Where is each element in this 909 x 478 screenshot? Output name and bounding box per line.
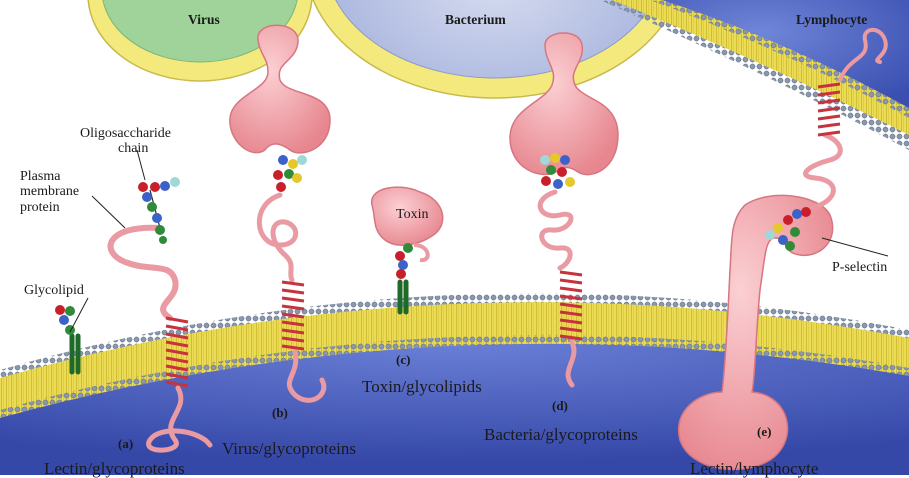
panel-b-letter: (b) [272, 405, 288, 420]
bacterium-cell [312, 0, 678, 99]
panel-c-caption: Toxin/glycolipids [362, 377, 482, 396]
panel-a-caption: Lectin/glycoproteins [44, 459, 185, 478]
panel-e-letter: (e) [757, 424, 772, 439]
plasma-membrane-protein-label-line3: protein [20, 200, 60, 215]
glycolipid [55, 305, 81, 375]
bacteria-receptor-d [509, 32, 619, 388]
panel-b-caption: Virus/glycoproteins [222, 439, 357, 458]
glycolipid-label: Glycolipid [24, 283, 84, 298]
panel-a-letter: (a) [118, 436, 134, 451]
glycolipid-c [395, 243, 413, 315]
panel-c-letter: (c) [396, 352, 411, 367]
toxin [371, 186, 444, 263]
panel-e-caption: Lectin/lymphocyte [690, 459, 819, 478]
leader-lines [69, 149, 889, 333]
virus-label: Virus [188, 12, 220, 27]
lymphocyte-cell [600, 0, 909, 150]
plasma-membrane-protein-label-line1: Plasma [20, 169, 61, 184]
panel-d-letter: (d) [552, 398, 568, 413]
oligosaccharide-chain [138, 177, 180, 244]
toxin-label: Toxin [396, 207, 429, 222]
panel-d-caption: Bacteria/glycoproteins [484, 425, 638, 444]
p-selectin-label: P-selectin [832, 260, 888, 275]
lymphocyte-glycoprotein [817, 27, 888, 137]
oligosaccharide-label-line1: Oligosaccharide [80, 126, 171, 141]
lymphocyte-label: Lymphocyte [796, 12, 868, 27]
bacterium-label: Bacterium [445, 12, 506, 27]
p-selectin-e [677, 132, 843, 471]
oligosaccharide-label-line2: chain [118, 141, 149, 156]
virus-particle [87, 0, 313, 82]
plasma-membrane-protein-label-line2: membrane [20, 184, 80, 199]
membrane-protein-a [107, 224, 213, 453]
virus-receptor-b [229, 24, 331, 403]
